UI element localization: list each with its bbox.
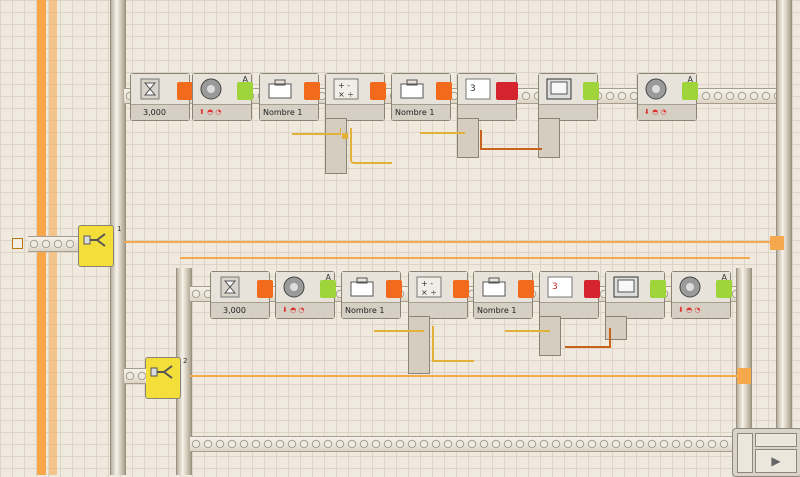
motor-gear-icon bbox=[200, 78, 222, 100]
variable-suitcase-icon bbox=[350, 277, 374, 297]
variable-name: Nombre 1 bbox=[345, 306, 385, 315]
svg-text:+ -: + - bbox=[338, 81, 350, 90]
play-icon[interactable]: ▶ bbox=[755, 449, 797, 473]
variable-suitcase-icon bbox=[268, 79, 292, 99]
switch-case-label: 2 bbox=[183, 357, 188, 365]
start-sequence-beam bbox=[28, 236, 78, 252]
zoom-panel[interactable] bbox=[737, 433, 753, 473]
text-data-hub-top bbox=[457, 118, 479, 158]
display-icon bbox=[613, 276, 639, 298]
math-icon: + -× ÷ bbox=[333, 78, 359, 100]
switch-top-data-wire bbox=[124, 241, 778, 243]
switch-bottom-right-beam bbox=[736, 268, 752, 438]
text-data-hub-bottom bbox=[539, 316, 561, 356]
motor-gear-icon bbox=[679, 276, 701, 298]
variable-block-bottom-2[interactable]: Nombre 1 bbox=[473, 271, 534, 319]
variable-block-top-1[interactable]: Nombre 1 bbox=[259, 73, 320, 121]
display-block-top[interactable] bbox=[538, 73, 599, 121]
math-block-top[interactable]: + -× ÷ bbox=[325, 73, 386, 121]
display-block-bottom[interactable] bbox=[605, 271, 666, 319]
text-wire[interactable] bbox=[480, 130, 542, 150]
svg-text:× ÷: × ÷ bbox=[421, 288, 437, 297]
wait-time-block-bottom[interactable]: 3,000 bbox=[210, 271, 273, 319]
math-icon: + -× ÷ bbox=[416, 276, 442, 298]
switch-bottom-data-wire bbox=[190, 375, 738, 377]
display-icon bbox=[546, 78, 572, 100]
direction-down-icon: ⬇ ◓ ◔ bbox=[282, 306, 305, 314]
display-data-hub-top bbox=[538, 118, 560, 158]
number-wire[interactable] bbox=[350, 128, 392, 164]
inner-switch-frame-top bbox=[180, 257, 750, 259]
direction-up-icon: ⬆ ◓ ◔ bbox=[199, 108, 222, 116]
number-wire[interactable] bbox=[420, 128, 465, 134]
number-to-text-block-bottom[interactable]: 3 bbox=[539, 271, 600, 319]
wait-value: 3,000 bbox=[223, 306, 246, 315]
switch-block-top[interactable] bbox=[78, 225, 114, 267]
number-to-text-block-top[interactable]: 3 bbox=[457, 73, 518, 121]
svg-text:3: 3 bbox=[552, 282, 558, 292]
navigation-controller[interactable]: ▶ bbox=[732, 428, 800, 477]
number-wire[interactable] bbox=[374, 326, 424, 332]
motor-port-label: A bbox=[325, 273, 331, 282]
timer-icon bbox=[140, 78, 160, 100]
number-wire[interactable] bbox=[432, 326, 474, 362]
switch-icon bbox=[83, 233, 106, 247]
motor-port-label: A bbox=[242, 75, 248, 84]
number-wire[interactable] bbox=[292, 128, 341, 135]
variable-name: Nombre 1 bbox=[395, 108, 435, 117]
svg-text:+ -: + - bbox=[421, 279, 433, 288]
wait-value: 3,000 bbox=[143, 108, 166, 117]
variable-block-bottom-1[interactable]: Nombre 1 bbox=[341, 271, 402, 319]
switch-icon bbox=[150, 365, 173, 379]
number-to-text-icon: 3 bbox=[547, 276, 573, 298]
timer-icon bbox=[220, 276, 240, 298]
svg-text:× ÷: × ÷ bbox=[338, 90, 354, 99]
direction-down-icon: ⬇ ◓ ◔ bbox=[644, 108, 667, 116]
motor-block-top-2[interactable]: A ⬇ ◓ ◔ bbox=[637, 73, 698, 121]
variable-name: Nombre 1 bbox=[477, 306, 517, 315]
variable-name: Nombre 1 bbox=[263, 108, 303, 117]
number-wire[interactable] bbox=[505, 326, 550, 332]
motor-port-label: A bbox=[721, 273, 727, 282]
switch-block-bottom[interactable] bbox=[145, 357, 181, 399]
motor-gear-icon bbox=[283, 276, 305, 298]
variable-suitcase-icon bbox=[400, 79, 424, 99]
number-to-text-icon: 3 bbox=[465, 78, 491, 100]
switch-top-end-port bbox=[770, 236, 784, 250]
variable-suitcase-icon bbox=[482, 277, 506, 297]
switch-bottom-input-beam bbox=[124, 368, 146, 384]
wait-time-block-top[interactable]: 3,000 bbox=[130, 73, 193, 121]
switch-bottom-empty-case-beam bbox=[190, 436, 736, 452]
motor-gear-icon bbox=[645, 78, 667, 100]
motor-block-top-1[interactable]: A ⬆ ◓ ◔ bbox=[192, 73, 253, 121]
start-icon[interactable] bbox=[12, 238, 23, 249]
motor-port-label: A bbox=[687, 75, 693, 84]
direction-down-icon: ⬇ ◓ ◔ bbox=[678, 306, 701, 314]
svg-text:3: 3 bbox=[470, 84, 476, 94]
text-wire[interactable] bbox=[565, 328, 611, 348]
math-block-bottom[interactable]: + -× ÷ bbox=[408, 271, 469, 319]
motor-block-bottom-1[interactable]: A ⬇ ◓ ◔ bbox=[275, 271, 336, 319]
motor-block-bottom-2[interactable]: A ⬇ ◓ ◔ bbox=[671, 271, 732, 319]
math-data-hub-bottom bbox=[408, 316, 430, 374]
math-data-hub-top bbox=[325, 118, 347, 174]
variable-block-top-2[interactable]: Nombre 1 bbox=[391, 73, 452, 121]
pan-bar[interactable] bbox=[755, 433, 797, 447]
switch-case-label: 1 bbox=[117, 225, 122, 233]
switch-bottom-end-port bbox=[737, 368, 751, 384]
